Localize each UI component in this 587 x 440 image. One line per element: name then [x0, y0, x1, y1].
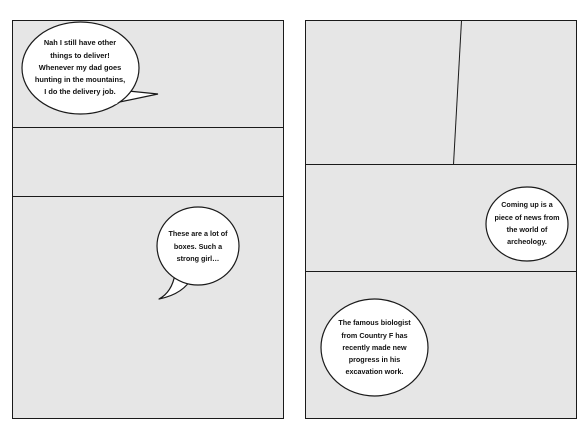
left-page: [12, 20, 284, 419]
narration-bubble-biologist-text: The famous biologist from Country F has …: [333, 308, 416, 388]
speech-bubble-delivery: [21, 21, 159, 115]
bubble-text-content: The famous biologist from Country F has …: [338, 318, 411, 377]
right-page: [305, 20, 577, 419]
narration-bubble-body: [485, 186, 569, 262]
narration-bubble-body: [320, 298, 429, 397]
bubble-text-content: These are a lot of boxes. Such a strong …: [168, 229, 228, 264]
bubble-text-content: Coming up is a piece of news from the wo…: [494, 200, 560, 247]
narration-bubble-biologist: [320, 298, 429, 397]
speech-bubble-boxes: [156, 206, 240, 300]
bubble-text-content: Nah I still have other things to deliver…: [34, 38, 126, 97]
speech-bubble-boxes-text: These are a lot of boxes. Such a strong …: [165, 222, 231, 272]
speech-bubble-body: [156, 206, 240, 286]
narration-bubble-news-text: Coming up is a piece of news from the wo…: [492, 196, 562, 252]
right-panel-divider-diagonal: [453, 20, 462, 165]
speech-bubble-body: [21, 21, 140, 115]
speech-bubble-delivery-text: Nah I still have other things to deliver…: [34, 28, 126, 108]
narration-bubble-news: [485, 186, 569, 262]
